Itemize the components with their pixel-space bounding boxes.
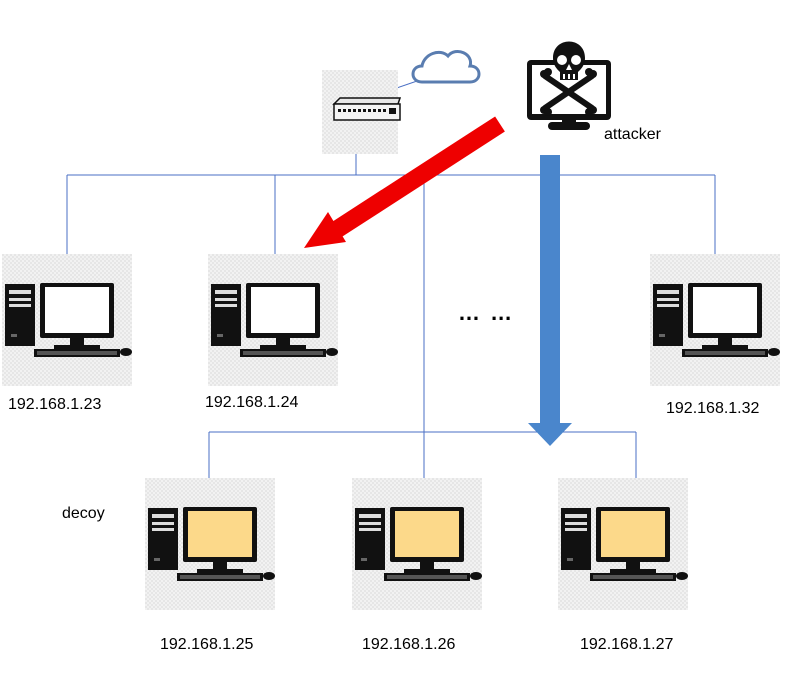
ip-label-26: 192.168.1.26 xyxy=(362,636,456,653)
decoy-screen xyxy=(601,511,665,557)
host-192-168-1-23[interactable] xyxy=(2,254,132,386)
ip-label-27: 192.168.1.27 xyxy=(580,636,674,653)
ip-label-32: 192.168.1.32 xyxy=(666,400,760,417)
decoy-screen xyxy=(395,511,459,557)
host-192-168-1-24[interactable] xyxy=(208,254,338,386)
decoy-host-192-168-1-26[interactable] xyxy=(352,478,482,610)
network-switch-icon xyxy=(322,70,402,154)
decoy-screen xyxy=(188,511,252,557)
ip-label-23: 192.168.1.23 xyxy=(8,396,102,413)
attacker-label: attacker xyxy=(604,126,661,143)
ip-label-25: 192.168.1.25 xyxy=(160,636,254,653)
decoy-host-192-168-1-27[interactable] xyxy=(558,478,688,610)
cloud-icon xyxy=(411,50,481,84)
blue-redirect-arrow xyxy=(528,155,572,446)
decoy-label: decoy xyxy=(62,505,105,522)
red-attack-arrow xyxy=(304,116,505,248)
ellipsis-label: … … xyxy=(458,300,515,325)
host-192-168-1-32[interactable] xyxy=(650,254,780,386)
ip-label-24: 192.168.1.24 xyxy=(205,394,299,411)
skull-crossbones-monitor-icon xyxy=(527,41,611,130)
decoy-host-192-168-1-25[interactable] xyxy=(145,478,275,610)
